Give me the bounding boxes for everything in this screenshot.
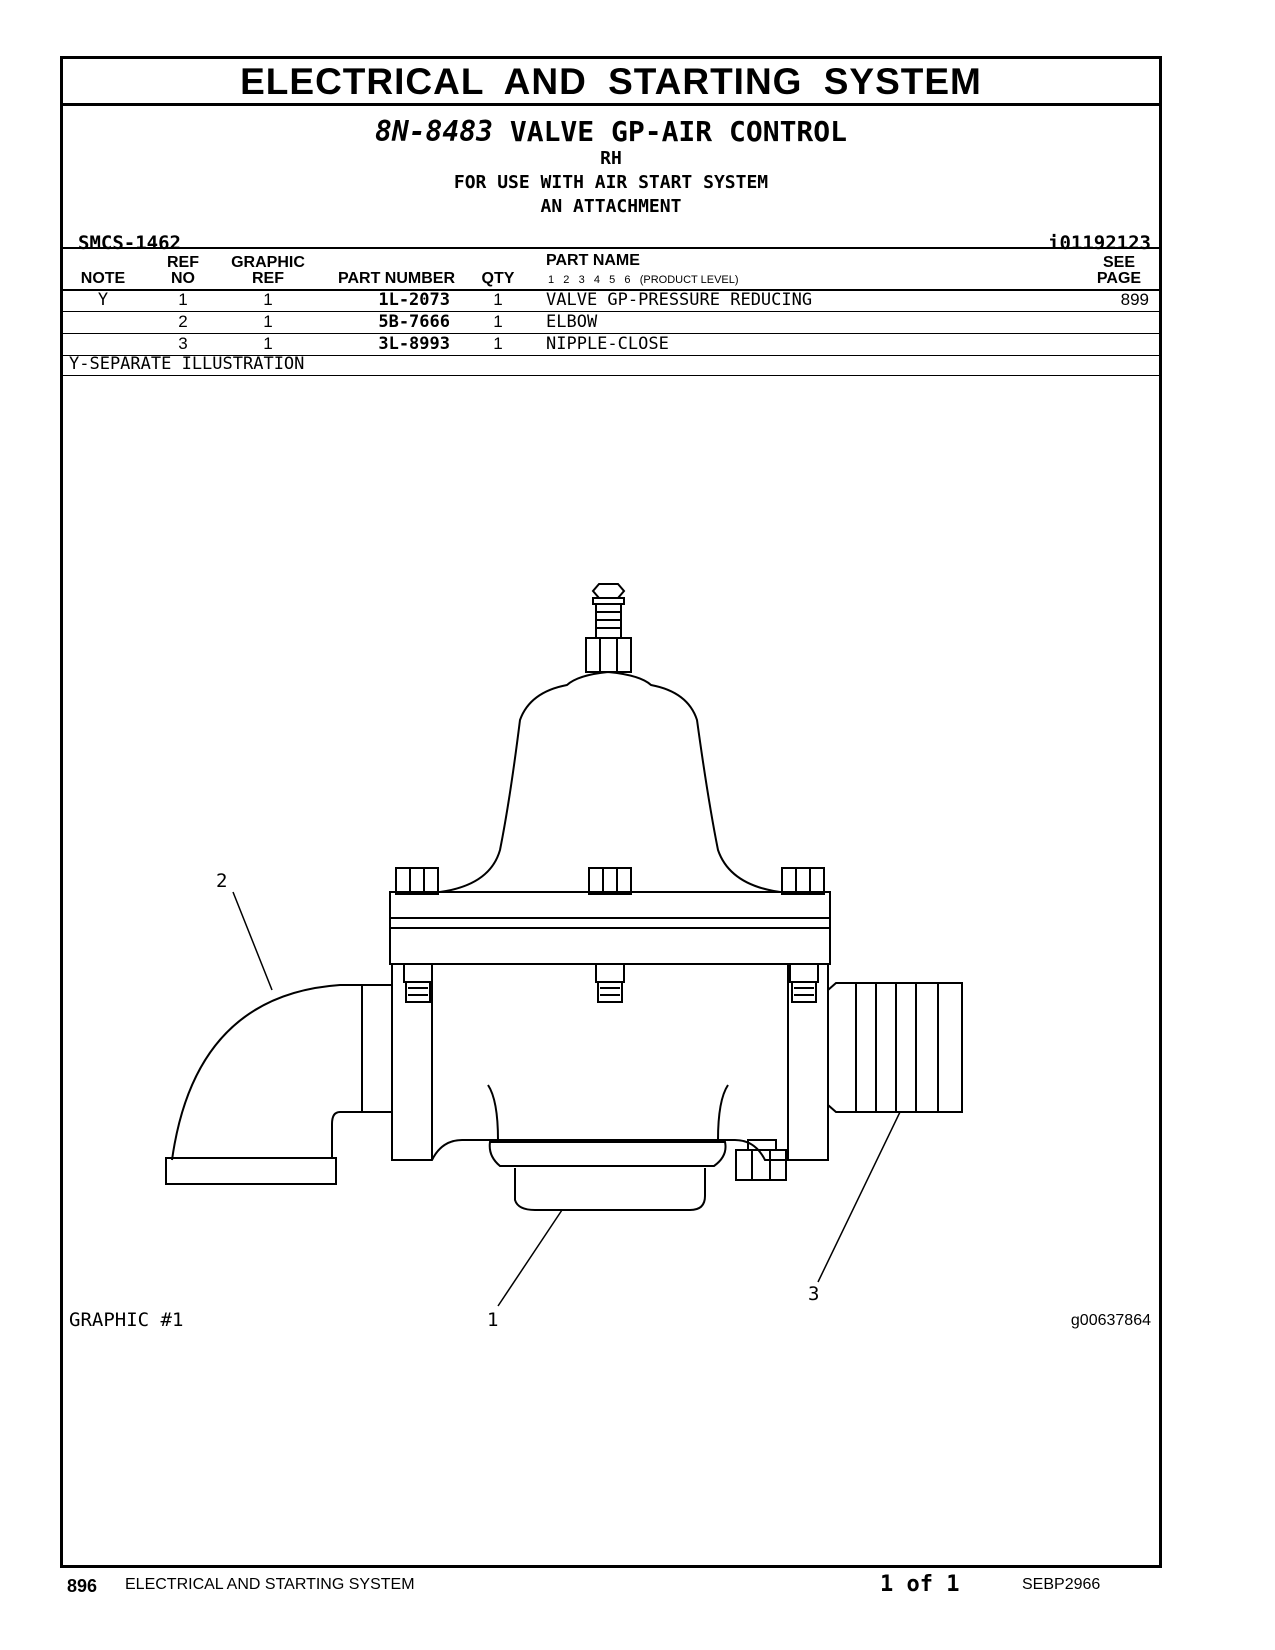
header-graphic-bottom: REF	[252, 270, 284, 287]
header-qty: QTY	[481, 270, 515, 287]
row3-rule	[63, 355, 1159, 356]
footer-doc-id: SEBP2966	[1022, 1576, 1101, 1593]
graphic-label: GRAPHIC #1	[69, 1309, 184, 1331]
group-line-rh: RH	[600, 148, 622, 169]
footnote: Y-SEPARATE ILLUSTRATION	[69, 354, 305, 374]
header-ref-top: REF	[167, 254, 199, 271]
row1-see-page: 899	[1120, 290, 1149, 309]
row3-part-number: 3L-8993	[378, 334, 450, 354]
header-see-bottom: PAGE	[1096, 270, 1142, 287]
row2-part-number: 5B-7666	[378, 312, 450, 332]
header-bottom-rule	[63, 289, 1159, 291]
group-title: 8N-8483 VALVE GP-AIR CONTROL	[63, 115, 1159, 148]
row3-ref: 3	[178, 334, 188, 353]
row1-part-name: VALVE GP-PRESSURE REDUCING	[546, 290, 813, 310]
row1-qty: 1	[493, 290, 503, 309]
info-id: i01192123	[1048, 232, 1151, 254]
row1-rule	[63, 311, 1159, 312]
row1-note: Y	[97, 290, 109, 310]
footer-page-number: 896	[67, 1576, 98, 1596]
row3-part-name: NIPPLE-CLOSE	[546, 334, 669, 354]
section-title: ELECTRICAL AND STARTING SYSTEM	[63, 59, 1159, 106]
smcs-code: SMCS-1462	[78, 232, 181, 254]
page-frame: ELECTRICAL AND STARTING SYSTEM 8N-8483 V…	[60, 56, 1162, 1568]
footer-section: ELECTRICAL AND STARTING SYSTEM	[125, 1576, 415, 1593]
graphic-id: g00637864	[1070, 1312, 1151, 1329]
group-part-number: 8N-8483	[374, 115, 493, 148]
table-top-rule	[63, 247, 1159, 249]
header-note: NOTE	[80, 270, 126, 287]
row2-ref: 2	[178, 312, 188, 331]
group-line-usage: FOR USE WITH AIR START SYSTEM	[453, 172, 769, 193]
group-line-attachment: AN ATTACHMENT	[540, 196, 682, 217]
row3-graphic-ref: 1	[263, 334, 273, 353]
footnote-rule	[63, 375, 1159, 376]
row1-ref: 1	[178, 290, 188, 309]
header-ref-bottom: NO	[171, 270, 195, 287]
footer-page-of: 1 of 1	[880, 1572, 960, 1597]
row3-qty: 1	[493, 334, 503, 353]
header-part-number: PART NUMBER	[337, 270, 455, 287]
row2-part-name: ELBOW	[546, 312, 598, 332]
row2-graphic-ref: 1	[263, 312, 273, 331]
row2-qty: 1	[493, 312, 503, 331]
header-see-top: SEE	[1102, 254, 1135, 271]
row1-graphic-ref: 1	[263, 290, 273, 309]
group-name: VALVE GP-AIR CONTROL	[509, 115, 848, 148]
header-product-levels: 1 2 3 4 5 6 (PRODUCT LEVEL)	[548, 274, 739, 286]
header-graphic-top: GRAPHIC	[231, 254, 305, 271]
header-part-name: PART NAME	[546, 252, 640, 269]
row1-part-number: 1L-2073	[378, 290, 450, 310]
row2-rule	[63, 333, 1159, 334]
